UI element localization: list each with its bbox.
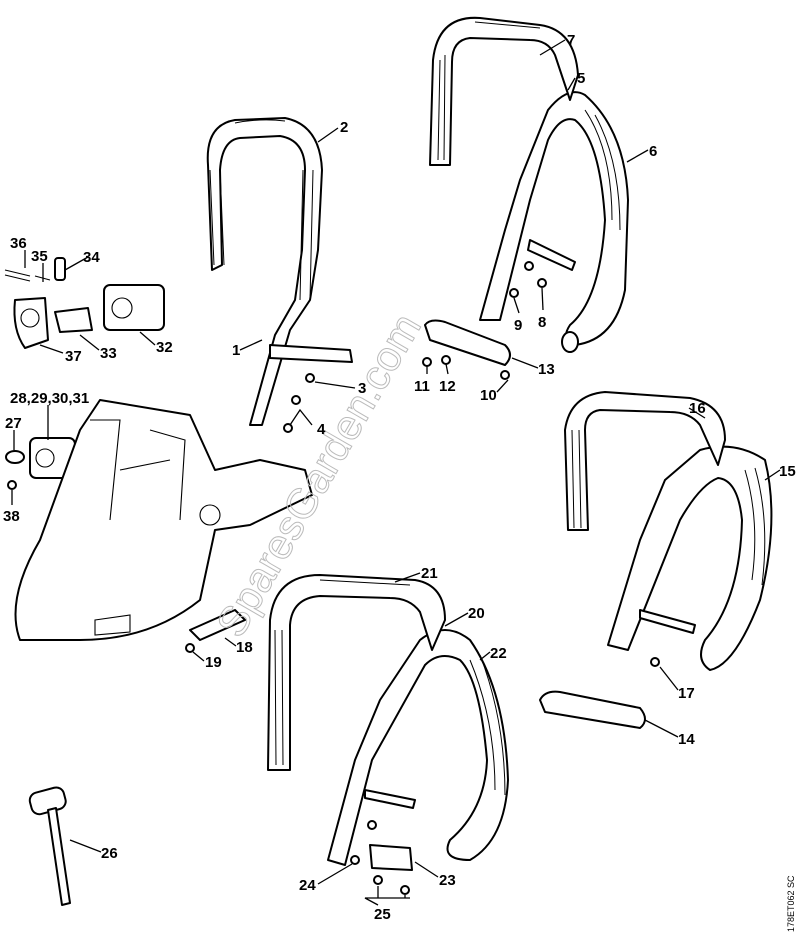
callout-20: 20: [468, 605, 485, 622]
callout-32: 32: [156, 339, 173, 356]
callout-28-31: 28,29,30,31: [10, 390, 89, 407]
callout-10: 10: [480, 387, 497, 404]
leader-lines: [11, 39, 781, 906]
handle-part-15-16: [539, 391, 773, 729]
callout-25: 25: [374, 906, 391, 923]
callout-11: 11: [414, 378, 430, 395]
handle-part-20-21-22: [267, 574, 509, 871]
callout-35: 35: [31, 248, 48, 265]
callout-27: 27: [5, 415, 22, 432]
callout-36: 36: [10, 235, 27, 252]
engine-housing: [14, 399, 313, 641]
callout-18: 18: [236, 639, 253, 656]
callout-13: 13: [538, 361, 555, 378]
callout-38: 38: [3, 508, 20, 525]
screws: [185, 261, 660, 895]
callout-33: 33: [100, 345, 117, 362]
callout-6: 6: [649, 143, 657, 160]
callout-1: 1: [232, 342, 240, 359]
callout-8: 8: [538, 314, 546, 331]
callout-3: 3: [358, 380, 366, 397]
callout-15: 15: [779, 463, 796, 480]
callout-23: 23: [439, 872, 456, 889]
callout-17: 17: [678, 685, 695, 702]
handle-part-2: [206, 117, 353, 426]
callout-19: 19: [205, 654, 222, 671]
handle-part-5-6-7: [424, 16, 629, 366]
callout-22: 22: [490, 645, 507, 662]
callout-4: 4: [317, 421, 326, 438]
callout-14: 14: [678, 731, 695, 748]
callout-7: 7: [567, 32, 575, 49]
callout-37: 37: [65, 348, 82, 365]
callout-2: 2: [340, 119, 348, 136]
callout-21: 21: [421, 565, 438, 582]
callout-12: 12: [439, 378, 456, 395]
drawing-code: 178ET062 SC: [786, 875, 796, 932]
callout-26: 26: [101, 845, 118, 862]
wrench-part-26: [28, 786, 71, 906]
callout-24: 24: [299, 877, 316, 894]
carburetor-parts: [4, 257, 165, 490]
callout-5: 5: [577, 70, 585, 87]
callout-34: 34: [83, 249, 100, 266]
callout-9: 9: [514, 317, 522, 334]
callout-16: 16: [689, 400, 706, 417]
callout-labels: 1 2 3 4 5 6 7 8 9 10 11 12 13 14 15 16 1…: [3, 32, 796, 923]
